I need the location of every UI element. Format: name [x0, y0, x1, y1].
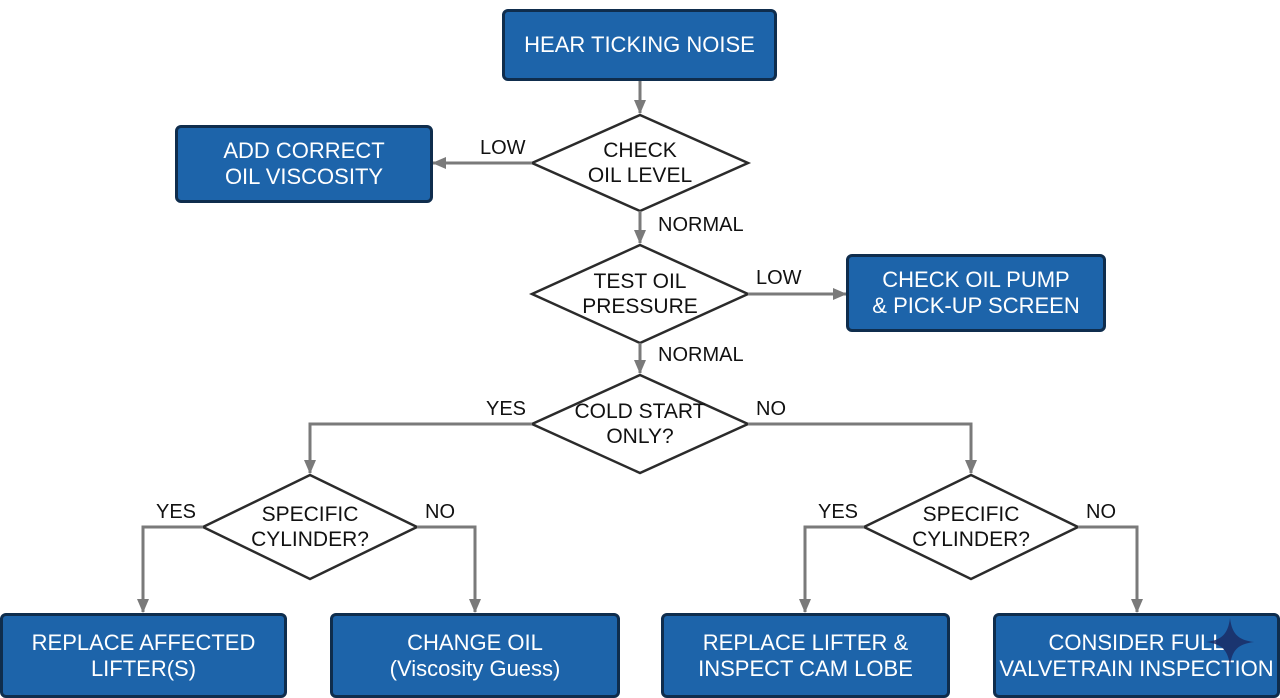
node-check-pump-line-2: & PICK-UP SCREEN	[872, 293, 1080, 318]
decision-specific-left-line-2: CYLINDER?	[251, 528, 369, 551]
arrow-no-to-change-oil	[417, 525, 481, 613]
edge-label-normal-oil-pressure: NORMAL	[658, 344, 744, 366]
sparkle-star-icon	[1206, 618, 1254, 666]
decision-check-oil-level: CHECK OIL LEVEL	[532, 115, 748, 211]
node-change-oil-line-1: CHANGE OIL	[407, 629, 543, 655]
decision-diamond-specific-left	[200, 473, 420, 581]
node-change-oil: CHANGE OIL (Viscosity Guess)	[330, 613, 620, 698]
decision-specific-right-line-2: CYLINDER?	[912, 528, 1030, 551]
decision-cold-start-line-2: ONLY?	[606, 425, 674, 448]
node-hear-ticking-noise-text: HEAR TICKING NOISE	[524, 32, 755, 57]
decision-specific-cylinder-right: SPECIFIC CYLINDER?	[864, 475, 1078, 579]
arrow-yes-to-replace-inspect	[799, 525, 864, 613]
node-add-oil-line-1: ADD CORRECT	[223, 138, 385, 163]
node-check-oil-pump: CHECK OIL PUMP & PICK-UP SCREEN	[846, 254, 1106, 332]
decision-cold-start-line-1: COLD START	[574, 400, 706, 423]
arrow-no-to-full-inspection	[1078, 525, 1143, 613]
edge-label-no-specific-left: NO	[425, 501, 455, 523]
node-replace-affected-lifter: REPLACE AFFECTED LIFTER(S)	[0, 613, 287, 698]
arrow-no-to-specific-right	[748, 422, 977, 474]
decision-test-pressure-line-1: TEST OIL	[593, 270, 687, 293]
node-replace-inspect-line-2: INSPECT CAM LOBE	[698, 655, 913, 681]
decision-cold-start-only: COLD START ONLY?	[532, 375, 748, 473]
decision-check-oil-level-line-1: CHECK	[603, 139, 677, 162]
node-add-correct-oil-viscosity: ADD CORRECT OIL VISCOSITY	[175, 125, 433, 203]
decision-test-pressure-line-2: PRESSURE	[582, 295, 698, 318]
edge-label-yes-specific-right: YES	[818, 501, 859, 523]
arrow-yes-to-specific-left	[304, 422, 532, 474]
node-replace-inspect-line-1: REPLACE LIFTER &	[702, 629, 909, 655]
decision-diamond-specific-right	[861, 473, 1081, 581]
edge-label-yes-cold-start: YES	[486, 398, 527, 420]
decision-check-oil-level-line-2: OIL LEVEL	[587, 164, 693, 187]
edge-label-low-oil-pressure: LOW	[756, 267, 802, 289]
node-change-oil-line-2: (Viscosity Guess)	[389, 655, 561, 681]
node-replace-lifter-line-1: REPLACE AFFECTED	[31, 629, 256, 655]
node-check-pump-line-1: CHECK OIL PUMP	[882, 267, 1070, 292]
node-replace-lifter-inspect-cam: REPLACE LIFTER & INSPECT CAM LOBE	[661, 613, 950, 698]
node-consider-full-inspection: CONSIDER FULL VALVETRAIN INSPECTION	[993, 613, 1280, 698]
node-add-oil-line-2: OIL VISCOSITY	[224, 164, 384, 189]
decision-specific-cylinder-left: SPECIFIC CYLINDER?	[203, 475, 417, 579]
node-replace-lifter-line-2: LIFTER(S)	[90, 655, 197, 681]
edge-label-no-cold-start: NO	[756, 398, 786, 420]
decision-specific-left-line-1: SPECIFIC	[261, 503, 359, 526]
edge-label-yes-specific-left: YES	[156, 501, 197, 523]
decision-test-oil-pressure: TEST OIL PRESSURE	[532, 245, 748, 343]
edge-label-low-oil-level: LOW	[480, 137, 526, 159]
node-full-inspection-line-1: CONSIDER FULL	[1048, 629, 1225, 655]
node-full-inspection-line-2: VALVETRAIN INSPECTION	[999, 655, 1274, 681]
edge-label-no-specific-right: NO	[1086, 501, 1116, 523]
node-hear-ticking-noise: HEAR TICKING NOISE	[502, 9, 777, 81]
decision-specific-right-line-1: SPECIFIC	[922, 503, 1020, 526]
arrow-yes-to-replace-lifter	[137, 525, 203, 613]
decision-diamond-cold-start	[528, 373, 752, 475]
edge-label-normal-oil-level: NORMAL	[658, 214, 744, 236]
